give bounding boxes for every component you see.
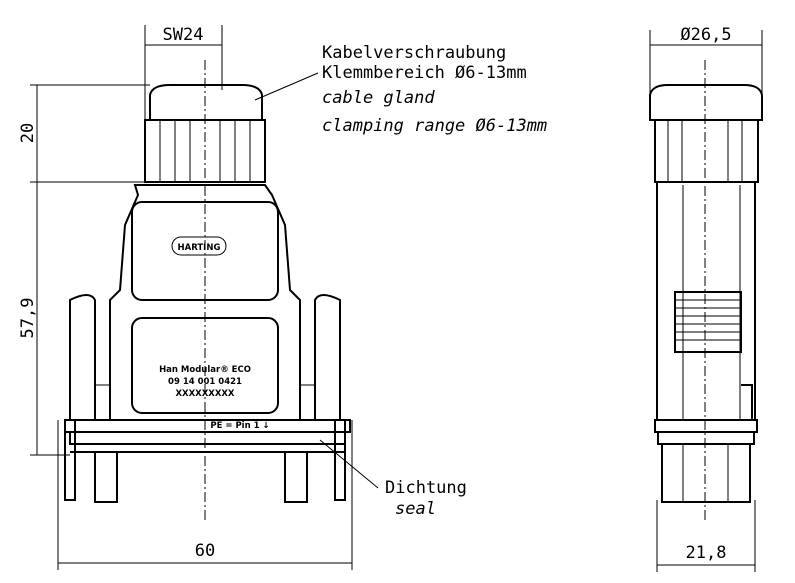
gland-cap [149,84,263,121]
dim-gland-height: 20 [18,123,38,143]
upper-label-panel [131,201,279,301]
side-dimensions: Ø26,5 21,8 [649,25,763,572]
callout-gland-de-2: Klemmbereich Ø6-13mm [322,63,527,83]
part-number: 09 14 001 0421 [168,377,242,387]
callouts: Kabelverschraubung Klemmbereich Ø6-13mm … [254,43,547,519]
front-view: HARTING Han Modular® ECO 09 14 001 0421 … [64,60,351,520]
dim-depth: 21,8 [686,543,727,563]
lower-label-panel [131,317,279,414]
side-view [649,60,763,520]
dim-width: 60 [195,541,215,561]
serial-number: XXXXXXXXX [176,389,235,399]
callout-seal-en: seal [395,499,436,519]
harting-logo: HARTING [171,236,227,256]
callout-gland-en-1: cable gland [322,88,435,108]
dim-body-height: 57,9 [18,298,38,339]
base-flange [64,419,351,433]
front-dimensions: SW24 20 57,9 60 [18,25,353,570]
dim-sw24: SW24 [163,25,204,45]
callout-gland-en-2: clamping range Ø6-13mm [322,116,547,136]
product-name: Han Modular® ECO [159,365,251,375]
gland-knurl [144,119,266,183]
right-pin [284,451,308,503]
callout-seal-de: Dichtung [385,478,467,498]
seal [69,431,346,445]
side-grip [674,291,742,353]
dim-diameter: Ø26,5 [680,25,731,45]
callout-gland-de-1: Kabelverschraubung [322,43,506,63]
left-pin [94,451,118,503]
left-locking-lever [69,294,96,421]
right-locking-lever [314,294,341,421]
pe-note: PE = Pin 1 ↓ [210,421,269,431]
svg-text:HARTING: HARTING [178,243,221,253]
